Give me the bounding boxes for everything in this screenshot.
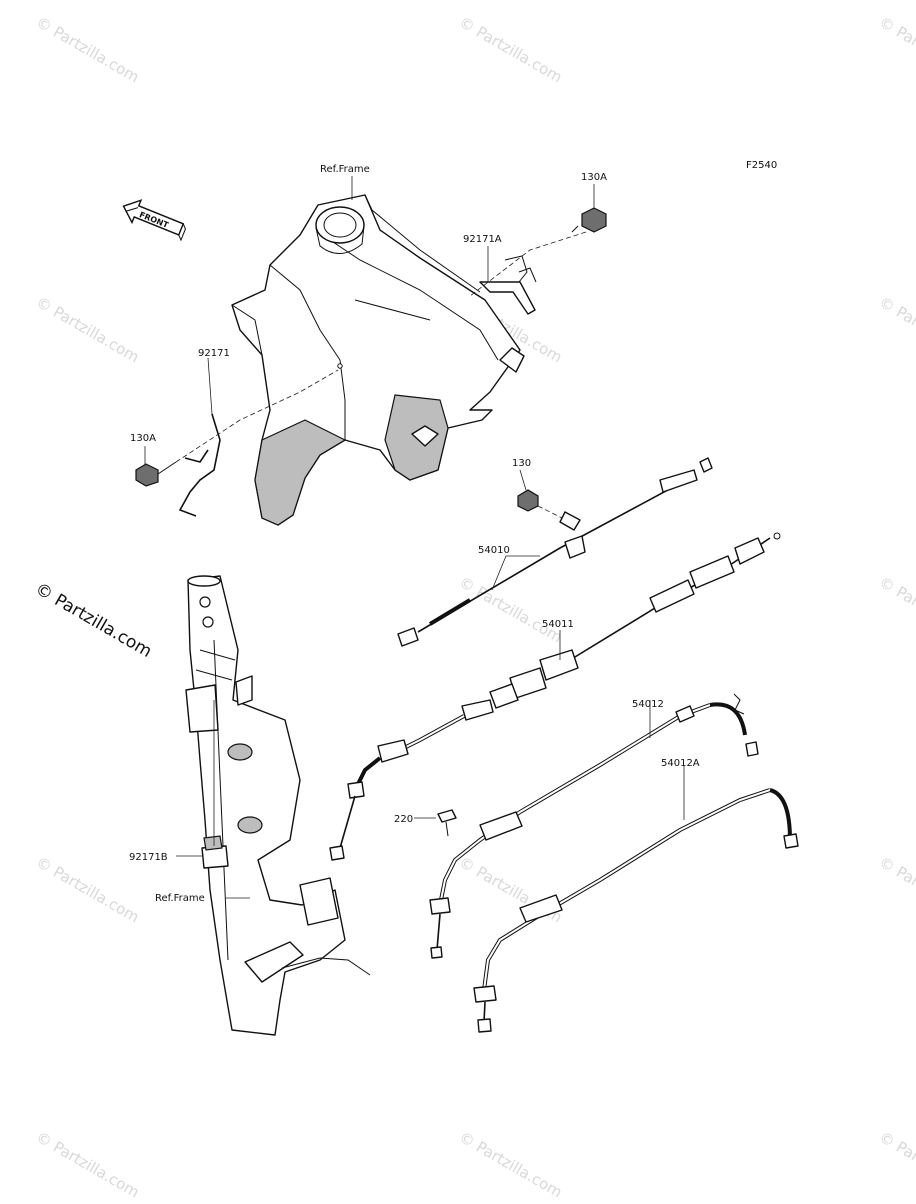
watermark: © Partzilla.com <box>456 13 565 86</box>
watermark: © Partzilla.com <box>33 13 142 86</box>
bolt-130a-top-icon <box>572 208 606 232</box>
bolt-130a-left-icon <box>136 462 176 486</box>
label-130a-top: 130A <box>581 172 607 183</box>
cable-54011 <box>330 533 780 860</box>
label-ref-frame-bottom: Ref.Frame <box>155 893 205 904</box>
label-54012a: 54012A <box>661 758 700 769</box>
cable-54010 <box>398 458 712 646</box>
label-54011: 54011 <box>542 619 574 630</box>
label-ref-frame-top: Ref.Frame <box>320 164 370 175</box>
watermark: © Partzilla.com <box>876 293 916 366</box>
clamp-92171 <box>180 414 220 516</box>
watermark: © Partzilla.com <box>876 853 916 926</box>
watermark: © Partzilla.com <box>33 293 142 366</box>
label-92171b: 92171B <box>129 852 168 863</box>
watermark: © Partzilla.com <box>33 1128 142 1200</box>
screw-220-icon <box>438 810 456 836</box>
label-92171a: 92171A <box>463 234 502 245</box>
label-54012: 54012 <box>632 699 664 710</box>
watermark: © Partzilla.com <box>456 1128 565 1200</box>
watermark: © Partzilla.com <box>876 1128 916 1200</box>
watermark: © Partzilla.com <box>33 853 142 926</box>
label-130a-left: 130A <box>130 433 156 444</box>
diagram-code: F2540 <box>746 160 777 171</box>
watermark-main: © Partzilla.com <box>32 579 156 662</box>
label-130: 130 <box>512 458 531 469</box>
bolt-130-icon <box>518 490 566 520</box>
front-arrow-icon: FRONT <box>119 195 189 242</box>
label-92171: 92171 <box>198 348 230 359</box>
label-54010: 54010 <box>478 545 510 556</box>
watermark: © Partzilla.com <box>876 573 916 646</box>
watermark: © Partzilla.com <box>456 853 565 926</box>
cable-54012 <box>430 694 758 958</box>
watermark: © Partzilla.com <box>456 573 565 646</box>
watermark-layer: © Partzilla.com © Partzilla.com © Partzi… <box>32 13 916 1200</box>
watermark: © Partzilla.com <box>876 13 916 86</box>
label-220: 220 <box>394 814 413 825</box>
